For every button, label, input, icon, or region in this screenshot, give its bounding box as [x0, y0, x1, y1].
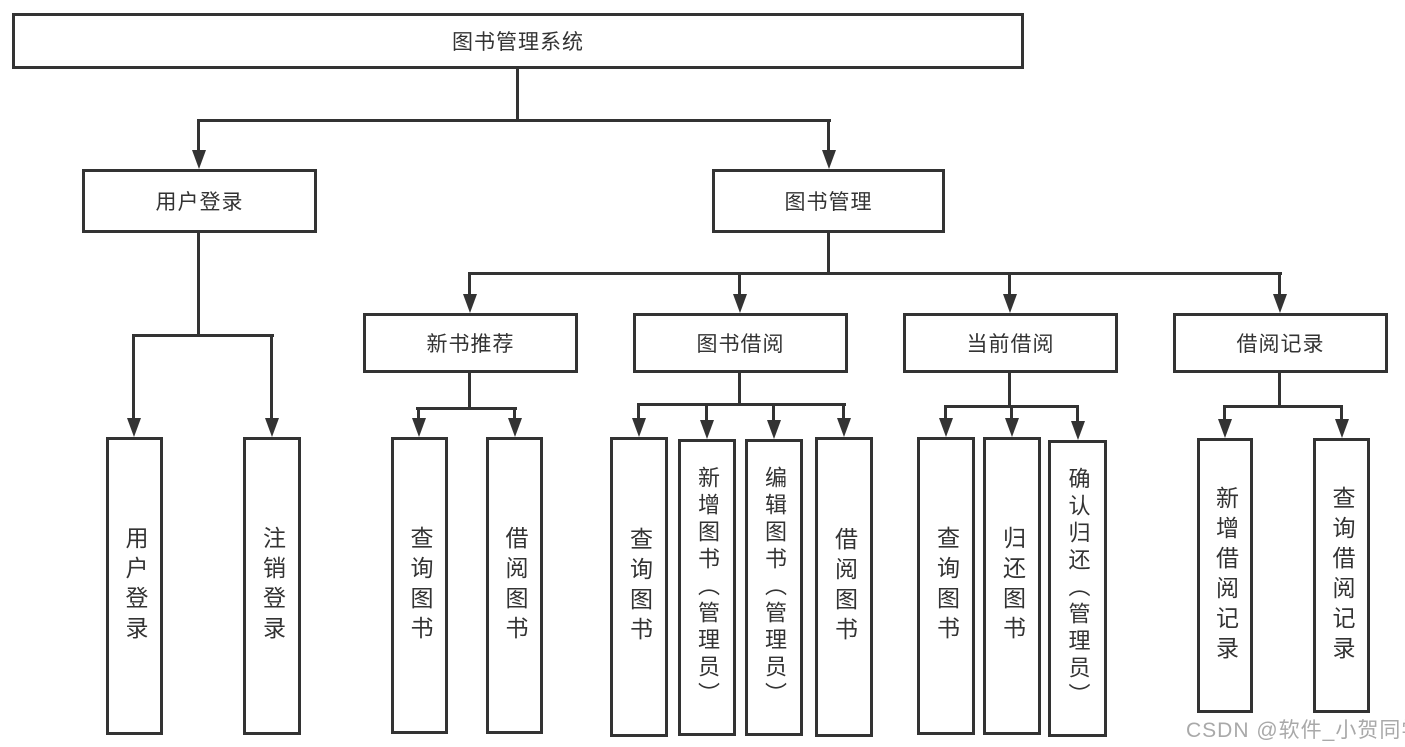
arrowhead-login	[127, 418, 141, 437]
node-new-book-rec: 新书推荐	[363, 313, 578, 373]
connector-book-borrow-bar	[637, 403, 846, 406]
arrow-shaft-book-borrow	[738, 274, 741, 296]
node-rec-borrow: 借阅图书	[486, 437, 543, 734]
node-bb-borrow: 借阅图书	[815, 437, 873, 737]
arrowhead-rec-query	[412, 418, 426, 437]
connector-current-borrow-stem	[1008, 373, 1011, 407]
connector-user-login-stem	[197, 233, 200, 336]
arrow-shaft-book-mgmt	[827, 120, 830, 152]
arrowhead-book-borrow	[733, 294, 747, 313]
arrow-shaft-bb-query	[637, 404, 640, 420]
arrow-shaft-current-borrow	[1008, 274, 1011, 296]
arrow-shaft-bb-add	[705, 404, 708, 422]
node-rec-query: 查询图书	[391, 437, 448, 734]
node-current-borrow: 当前借阅	[903, 313, 1118, 373]
arrowhead-cb-return	[1005, 418, 1019, 437]
arrow-shaft-rec-query	[417, 409, 420, 421]
arrow-shaft-login	[132, 336, 135, 420]
arrowhead-logout	[265, 418, 279, 437]
connector-borrow-records-bar	[1223, 405, 1343, 408]
node-cb-confirm: 确认归还（管理员）	[1048, 440, 1107, 737]
arrowhead-new-book-rec	[463, 294, 477, 313]
node-root: 图书管理系统	[12, 13, 1024, 69]
arrowhead-rec-borrow	[508, 418, 522, 437]
node-user-login: 用户登录	[82, 169, 317, 233]
node-borrow-records: 借阅记录	[1173, 313, 1388, 373]
csdn-watermark: CSDN @软件_小贺同学	[1186, 719, 1405, 742]
connector-new-book-rec-stem	[468, 373, 471, 409]
arrow-shaft-br-add	[1223, 406, 1226, 421]
arrowhead-bb-add	[700, 420, 714, 439]
arrow-shaft-new-book-rec	[468, 274, 471, 296]
node-bb-query: 查询图书	[610, 437, 668, 737]
node-login: 用户登录	[106, 437, 163, 735]
arrow-shaft-bb-edit	[772, 404, 775, 422]
arrowhead-br-add	[1218, 419, 1232, 438]
arrow-shaft-rec-borrow	[513, 409, 516, 421]
connector-user-login-bar	[132, 334, 274, 337]
connector-borrow-records-stem	[1278, 373, 1281, 407]
node-cb-return: 归还图书	[983, 437, 1041, 735]
node-br-add: 新增借阅记录	[1197, 438, 1253, 713]
arrow-shaft-cb-return	[1010, 406, 1013, 420]
node-book-borrow: 图书借阅	[633, 313, 848, 373]
connector-root-stem	[516, 69, 519, 120]
arrowhead-current-borrow	[1003, 294, 1017, 313]
node-logout: 注销登录	[243, 437, 301, 735]
arrowhead-cb-confirm	[1071, 421, 1085, 440]
connector-book-mgmt-stem	[827, 233, 830, 274]
connector-book-borrow-stem	[738, 373, 741, 405]
node-bb-add: 新增图书（管理员）	[678, 439, 736, 736]
arrow-shaft-cb-query	[944, 406, 947, 420]
arrowhead-book-mgmt	[822, 150, 836, 169]
arrowhead-cb-query	[939, 418, 953, 437]
node-book-mgmt: 图书管理	[712, 169, 945, 233]
arrowhead-bb-edit	[767, 420, 781, 439]
arrow-shaft-cb-confirm	[1076, 406, 1079, 423]
arrow-shaft-user-login	[197, 120, 200, 152]
arrow-shaft-bb-borrow	[842, 404, 845, 420]
arrowhead-user-login	[192, 150, 206, 169]
connector-level2-bar	[197, 119, 831, 122]
node-bb-edit: 编辑图书（管理员）	[745, 439, 803, 736]
node-br-query: 查询借阅记录	[1313, 438, 1370, 713]
arrow-shaft-br-query	[1340, 406, 1343, 421]
arrow-shaft-borrow-records	[1278, 274, 1281, 296]
arrowhead-bb-borrow	[837, 418, 851, 437]
arrowhead-br-query	[1335, 419, 1349, 438]
arrowhead-borrow-records	[1273, 294, 1287, 313]
arrowhead-bb-query	[632, 418, 646, 437]
connector-level3-bar	[468, 272, 1282, 275]
connector-new-book-rec-bar	[416, 407, 517, 410]
node-cb-query: 查询图书	[917, 437, 975, 735]
arrow-shaft-logout	[270, 336, 273, 420]
